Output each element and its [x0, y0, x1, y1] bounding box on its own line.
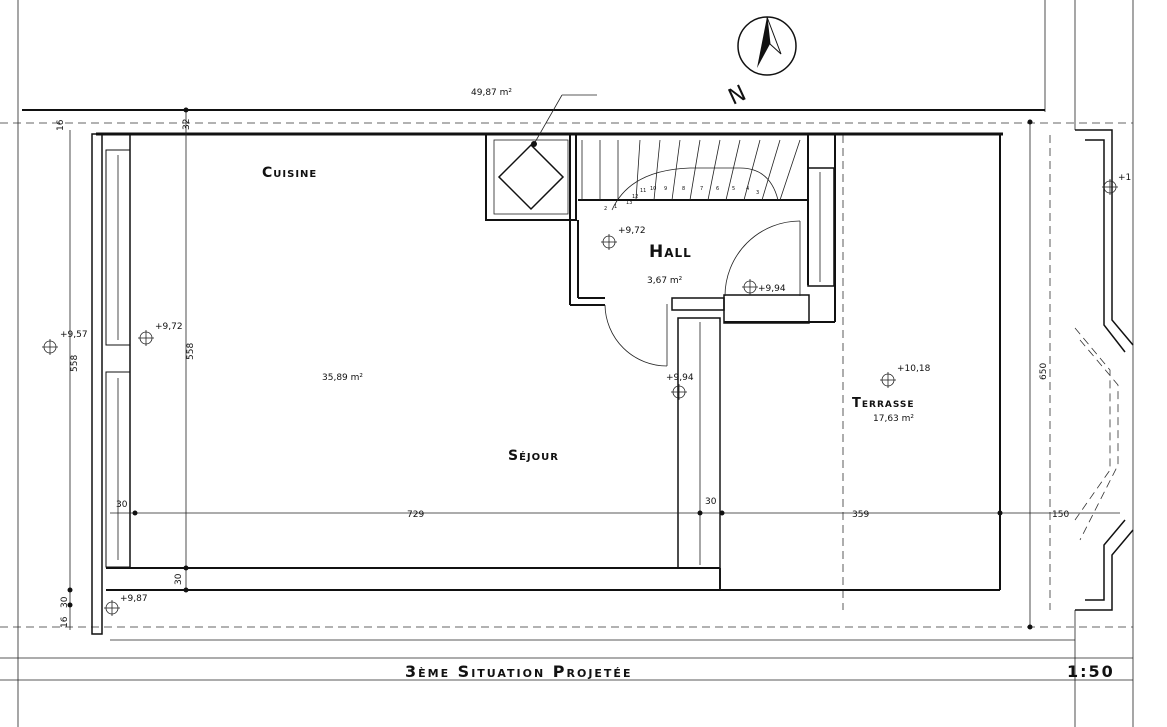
level-label: +9,87: [120, 594, 148, 604]
plan-title: 3ème Situation Projetée: [405, 662, 632, 681]
dimension-label: 150: [1052, 510, 1069, 520]
doors: [604, 220, 801, 367]
level-marker-icon: [671, 384, 687, 400]
stair-step-number: 9: [664, 186, 667, 192]
dimension-label: 16: [56, 119, 66, 131]
compass-label: N: [725, 81, 750, 111]
stair-step-number: 13: [626, 200, 632, 206]
level-marker-icon: [1102, 179, 1118, 195]
dimension-label: 30: [60, 596, 70, 608]
room-area-sejour: 35,89 m²: [322, 373, 363, 383]
stair-step-number: 1: [614, 204, 617, 210]
dimension-label: 558: [186, 343, 196, 360]
dimension-label: 558: [70, 355, 80, 372]
level-markers: [42, 179, 1118, 616]
level-marker-icon: [880, 372, 896, 388]
room-label-sejour: Séjour: [508, 448, 559, 464]
roof-lines: [0, 109, 1133, 641]
stair-step-number: 4: [746, 186, 749, 192]
dimension-label: 30: [116, 500, 128, 510]
sheet-frame: [0, 0, 1134, 727]
right-bay: [1074, 129, 1134, 611]
level-label: +9,72: [155, 322, 183, 332]
plan-scale: 1:50: [1067, 662, 1115, 681]
dimension-label: 30: [705, 497, 717, 507]
stair-step-number: 8: [682, 186, 685, 192]
stair-step-number: 12: [632, 194, 638, 200]
level-marker-icon: [138, 330, 154, 346]
level-label: +9,94: [666, 373, 694, 383]
level-marker-icon: [42, 339, 58, 355]
stair-step-number: 2: [604, 206, 607, 212]
dimension-label: 650: [1039, 363, 1049, 380]
chimney-block: [485, 94, 597, 221]
room-label-hall: Hall: [649, 242, 692, 262]
stair-step-number: 6: [716, 186, 719, 192]
dimension-label: 729: [407, 510, 424, 520]
level-label: +9,57: [60, 330, 88, 340]
level-label: +10,18: [897, 364, 931, 374]
room-label-terrasse: Terrasse: [852, 396, 915, 411]
dimension-lines: [67, 107, 1120, 630]
stair-step-number: 5: [732, 186, 735, 192]
level-label: +9,72: [618, 226, 646, 236]
level-marker-icon: [742, 279, 758, 295]
stair-step-number: 7: [700, 186, 703, 192]
stair-step-number: 10: [650, 186, 656, 192]
level-label: +9,94: [758, 284, 786, 294]
level-marker-icon: [104, 600, 120, 616]
roof-area: 49,87 m²: [471, 88, 512, 98]
dimension-label: 359: [852, 510, 869, 520]
dimension-label: 16: [60, 616, 70, 628]
walls: [91, 132, 1003, 635]
level-marker-icon: [601, 234, 617, 250]
stair-step-number: 3: [756, 190, 759, 196]
dimension-label: 32: [182, 119, 192, 130]
room-label-cuisine: Cuisine: [262, 165, 317, 181]
room-area-terrasse: 17,63 m²: [873, 414, 914, 424]
stair-step-number: 11: [640, 188, 646, 194]
level-label: +1: [1118, 173, 1131, 183]
dimension-label: 30: [174, 573, 184, 585]
compass-icon: N: [725, 16, 797, 111]
room-area-hall: 3,67 m²: [647, 276, 683, 286]
